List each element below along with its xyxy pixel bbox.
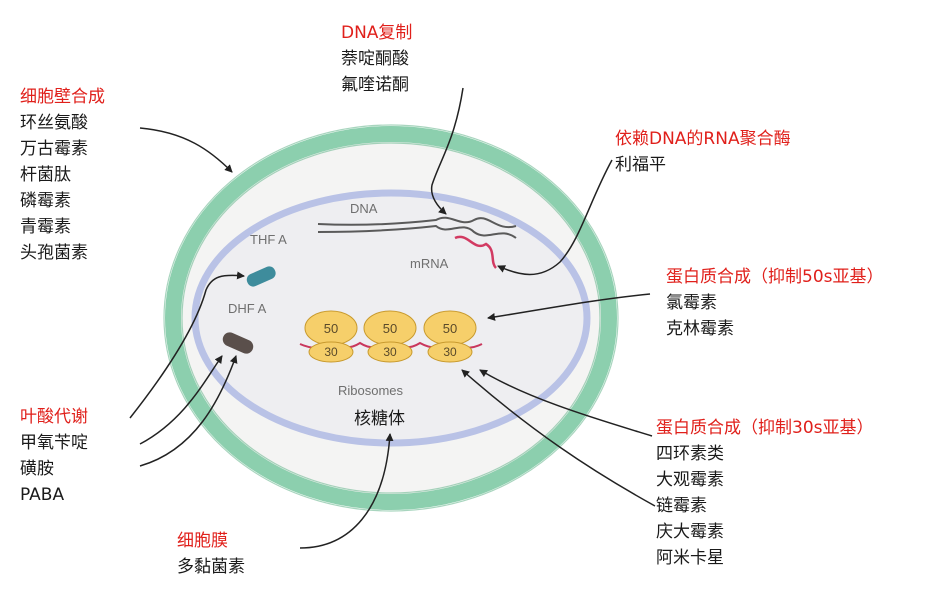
cell-wall-outer-edge [163,124,619,512]
group-folate: 叶酸代谢 甲氧苄啶 磺胺 PABA [20,404,88,508]
ribosome-2-30: 30 [383,345,397,359]
arrow-protein-30s-a [479,369,653,437]
ribosome-2-small [367,341,413,363]
cell-wall-drug: 头孢菌素 [20,243,88,263]
ribosome-1-50: 50 [324,321,338,336]
protein-30s-drug: 大观霉素 [656,470,724,490]
ribosome-3-50: 50 [443,321,457,336]
dna-replication-heading: DNA复制 [341,23,413,43]
membrane-drug: 多黏菌素 [177,557,245,577]
dna-label: DNA [350,201,378,216]
protein-30s-drug: 四环素类 [656,444,724,464]
ribosome-3-30: 30 [443,345,457,359]
protein-50s-heading: 蛋白质合成（抑制50s亚基） [666,267,884,287]
mrna-label: mRNA [410,256,449,271]
folate-heading: 叶酸代谢 [20,407,88,427]
dhf-label: DHF A [228,301,267,316]
protein-50s-drug: 克林霉素 [666,319,734,339]
rna-polymerase-heading: 依赖DNA的RNA聚合酶 [615,129,791,149]
group-protein-50s: 蛋白质合成（抑制50s亚基） 氯霉素 克林霉素 [666,264,884,342]
mrna-strand [454,235,498,269]
ribosome-1-small [308,341,354,363]
group-rna-polymerase: 依赖DNA的RNA聚合酶 利福平 [615,126,791,178]
protein-30s-drug: 链霉素 [656,496,707,516]
ribosome-2-50: 50 [383,321,397,336]
ribosome-1-30: 30 [324,345,338,359]
cell-wall-drug: 磷霉素 [20,191,71,211]
cell-wall-drug: 杆菌肽 [20,165,71,185]
arrow-membrane [299,433,394,549]
ribosome-3: 50 30 [423,310,477,363]
dna-replication-drug: 萘啶酮酸 [341,49,409,69]
membrane-heading: 细胞膜 [177,531,228,551]
ribosomes-label: Ribosomes [338,383,404,398]
protein-30s-drug: 阿米卡星 [656,548,724,568]
thf-label: THF A [250,232,287,247]
group-membrane: 细胞膜 多黏菌素 [177,528,245,580]
protein-30s-heading: 蛋白质合成（抑制30s亚基） [656,418,874,438]
protein-50s-drug: 氯霉素 [666,293,717,313]
rna-polymerase-drug: 利福平 [615,155,666,175]
protein-30s-drug: 庆大霉素 [656,522,724,542]
arrow-folate-sulfa [139,355,223,445]
folate-drug: PABA [20,485,65,505]
arrow-dna-replication [430,87,464,215]
ribosome-3-small [427,341,473,363]
arrow-protein-50s [487,293,651,321]
group-protein-30s: 蛋白质合成（抑制30s亚基） 四环素类 大观霉素 链霉素 庆大霉素 阿米卡星 [656,415,874,571]
cell-wall-drug: 青霉素 [20,217,71,237]
dna-strand-b [317,224,517,239]
arrow-folate-paba [139,355,238,467]
dna-strand-a [317,216,517,229]
arrow-protein-30s-b [461,369,656,507]
arrow-folate-thf [129,271,245,419]
thf-molecule [246,266,276,287]
cell-wall-drug: 环丝氨酸 [20,113,88,133]
cell-wall-inner-edge [181,142,601,494]
folate-drug: 磺胺 [20,459,54,479]
dna-replication-drug: 氟喹诺酮 [341,75,409,95]
cell-wall-drug: 万古霉素 [20,139,88,159]
folate-drug: 甲氧苄啶 [20,433,88,453]
ribosome-1: 50 30 [304,310,358,363]
arrow-rna-polymerase [497,159,613,276]
cell-wall-heading: 细胞壁合成 [20,87,105,107]
group-dna-replication: DNA复制 萘啶酮酸 氟喹诺酮 [341,20,412,98]
dhf-molecule [222,332,254,354]
ribosomes-cn-label: 核糖体 [354,409,405,429]
group-cell-wall: 细胞壁合成 环丝氨酸 万古霉素 杆菌肽 磷霉素 青霉素 头孢菌素 [20,84,105,266]
ribosome-2: 50 30 [363,310,417,363]
arrow-cell-wall [139,127,233,173]
